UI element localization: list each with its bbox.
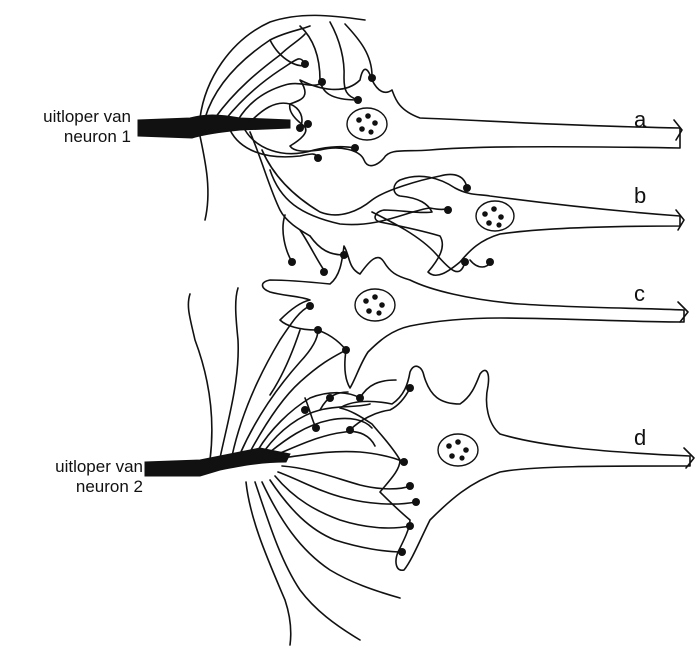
- neuron-1-label: uitloper van neuron 1: [0, 107, 131, 147]
- cell-label-a: a: [634, 108, 646, 132]
- cell-label-d: d: [634, 426, 646, 450]
- neuron-c-body: [263, 246, 685, 388]
- neuron-2-trunk: [145, 448, 290, 476]
- neuron-c-nucleus: [355, 289, 395, 321]
- neuron-c: [263, 246, 689, 388]
- neuron-d-nucleus: [438, 434, 478, 466]
- cell-label-c: c: [634, 282, 645, 306]
- neuron-2-label-line2: neuron 2: [0, 477, 143, 497]
- neuron-b-nucleus: [476, 201, 514, 231]
- neuron-1-label-line2: neuron 1: [0, 127, 131, 147]
- neuron-1-trunk: [138, 115, 290, 138]
- neuron-d: [340, 366, 694, 570]
- neuron-a-nucleus: [347, 108, 387, 140]
- neuron-2-label-line1: uitloper van: [0, 457, 143, 477]
- neuron-2-label: uitloper van neuron 2: [0, 457, 143, 497]
- neuron-a: [290, 69, 682, 165]
- neuron-d-body: [340, 366, 690, 570]
- cell-label-b: b: [634, 184, 646, 208]
- neuron-1-label-line1: uitloper van: [0, 107, 131, 127]
